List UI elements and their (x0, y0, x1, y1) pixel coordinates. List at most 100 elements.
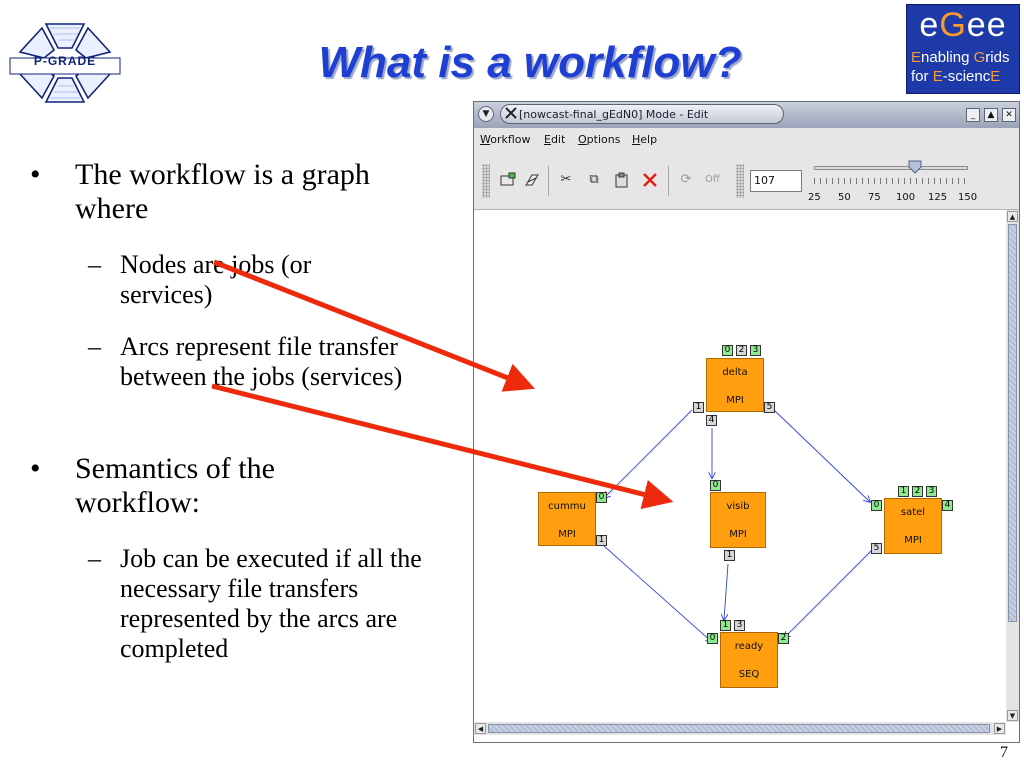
arc-satel-ready (784, 549, 873, 638)
zoom-slider[interactable] (814, 166, 968, 170)
zoom-tick-label: 150 (958, 192, 978, 203)
toolbar-grip[interactable] (482, 164, 490, 198)
zoom-tick-label: 50 (838, 192, 851, 203)
port-delta-1[interactable]: 1 (693, 402, 704, 413)
zoom-slider-thumb[interactable] (908, 160, 922, 174)
port-delta-3[interactable]: 3 (750, 345, 761, 356)
menu-workflow[interactable]: Workflow (480, 133, 531, 146)
job-name: delta (722, 367, 748, 378)
title-pill: [nowcast-final_gEdN0] Mode - Edit (500, 104, 784, 124)
new-job-icon[interactable] (498, 170, 518, 190)
bullet-marker: • (30, 452, 41, 485)
window-title: [nowcast-final_gEdN0] Mode - Edit (519, 108, 709, 121)
arc-cummu-ready (603, 545, 712, 642)
port-visib-0[interactable]: 0 (710, 480, 721, 491)
port-delta-5[interactable]: 5 (764, 402, 775, 413)
sub-bullet-marker: – (88, 332, 101, 361)
scroll-up-icon[interactable]: ▲ (1007, 211, 1018, 222)
bullet-list: • The workflow is a graph where – Nodes … (30, 0, 450, 768)
job-type: SEQ (738, 669, 760, 680)
close-button[interactable]: ✕ (1002, 108, 1016, 122)
window-menu-button[interactable]: ▼ (478, 106, 494, 122)
off-toggle[interactable]: Off (705, 174, 720, 185)
port-ready-3[interactable]: 3 (734, 620, 745, 631)
vertical-scroll-thumb[interactable] (1008, 224, 1017, 622)
arc-delta-cummu (604, 409, 693, 498)
bullet-marker: • (30, 158, 41, 191)
scroll-left-icon[interactable]: ◀ (475, 723, 486, 734)
job-type: MPI (726, 395, 744, 406)
job-cummu[interactable]: cummu MPI (538, 492, 596, 546)
job-delta[interactable]: delta MPI (706, 358, 764, 412)
job-ready[interactable]: ready SEQ (720, 632, 778, 688)
scroll-down-icon[interactable]: ▼ (1007, 710, 1018, 721)
job-name: visib (726, 501, 750, 512)
job-visib[interactable]: visib MPI (710, 492, 766, 548)
zoom-tick-label: 75 (868, 192, 881, 203)
slide-title: What is a workflow? (318, 38, 742, 87)
menu-bar: Workflow Edit Options Help (474, 128, 1019, 152)
page-number: 7 (1000, 744, 1008, 761)
egee-tagline-1: Enabling Grids (911, 49, 1010, 66)
scroll-right-icon[interactable]: ▶ (994, 723, 1005, 734)
arc-delta-satel (773, 409, 870, 502)
arrow-arcs-to-transfer (211, 383, 674, 510)
job-type: MPI (558, 529, 576, 540)
cut-icon[interactable]: ✂ (560, 172, 572, 187)
port-ready-2[interactable]: 2 (778, 633, 789, 644)
x-app-icon (505, 107, 517, 119)
workflow-arcs (474, 409, 873, 722)
zoom-input[interactable]: 107 (750, 170, 802, 192)
port-satel-2[interactable]: 2 (912, 486, 923, 497)
port-delta-2[interactable]: 2 (736, 345, 747, 356)
menu-edit[interactable]: Edit (544, 133, 566, 146)
paste-icon[interactable] (612, 170, 632, 190)
port-satel-0[interactable]: 0 (871, 500, 882, 511)
port-satel-4[interactable]: 4 (942, 500, 953, 511)
job-satel[interactable]: satel MPI (884, 498, 942, 554)
workflow-editor-window: ▼ [nowcast-final_gEdN0] Mode - Edit _ ▲ … (473, 101, 1020, 743)
new-port-icon[interactable] (522, 170, 542, 190)
bullet-text: Semantics of the workflow: (75, 452, 275, 519)
port-cummu-1[interactable]: 1 (596, 535, 607, 546)
delete-icon[interactable] (640, 170, 660, 190)
arrow-nodes-to-job (213, 259, 535, 392)
port-satel-5[interactable]: 5 (871, 543, 882, 554)
maximize-button[interactable]: ▲ (984, 108, 998, 122)
horizontal-scroll-thumb[interactable] (488, 724, 990, 733)
toolbar-grip[interactable] (736, 164, 744, 198)
zoom-ticks (814, 178, 968, 184)
toolbar-separator (668, 166, 669, 196)
job-name: ready (734, 641, 764, 652)
workflow-canvas[interactable]: delta MPI 0 2 3 1 5 4 cummu MPI 0 1 visi… (474, 210, 1006, 722)
sub-bullet-text: Nodes are jobs (or services) (120, 250, 312, 309)
job-type: MPI (904, 535, 922, 546)
menu-help[interactable]: Help (632, 133, 658, 146)
zoom-tick-label: 100 (896, 192, 916, 203)
port-delta-4[interactable]: 4 (706, 415, 717, 426)
port-ready-0[interactable]: 0 (707, 633, 718, 644)
port-satel-3[interactable]: 3 (926, 486, 937, 497)
copy-icon[interactable]: ⧉ (589, 172, 599, 187)
zoom-tick-label: 25 (808, 192, 821, 203)
refresh-icon[interactable]: ⟳ (680, 172, 692, 187)
minimize-button[interactable]: _ (966, 108, 980, 122)
arc-visib-ready (724, 563, 729, 620)
toolbar: ✂ ⧉ ⟳ Off 107 25 50 75 100 125 150 (474, 152, 1019, 210)
sub-bullet-marker: – (88, 544, 101, 573)
toolbar-separator (548, 166, 549, 196)
sub-bullet-text: Job can be executed if all the necessary… (120, 544, 422, 663)
pgrade-logo-text: P-GRADE (33, 54, 97, 68)
port-satel-1[interactable]: 1 (898, 486, 909, 497)
egee-logo: eGee Enabling Grids for E-sciencE (906, 4, 1020, 94)
port-cummu-0[interactable]: 0 (596, 492, 607, 503)
port-visib-1[interactable]: 1 (724, 550, 735, 561)
port-ready-1[interactable]: 1 (720, 620, 731, 631)
menu-options[interactable]: Options (578, 133, 621, 146)
egee-brand-text: eGee (919, 6, 1007, 44)
port-delta-0[interactable]: 0 (722, 345, 733, 356)
sub-bullet-text: Arcs represent file transfer between the… (120, 332, 403, 391)
bullet-text: The workflow is a graph where (75, 158, 370, 225)
zoom-tick-label: 125 (928, 192, 948, 203)
